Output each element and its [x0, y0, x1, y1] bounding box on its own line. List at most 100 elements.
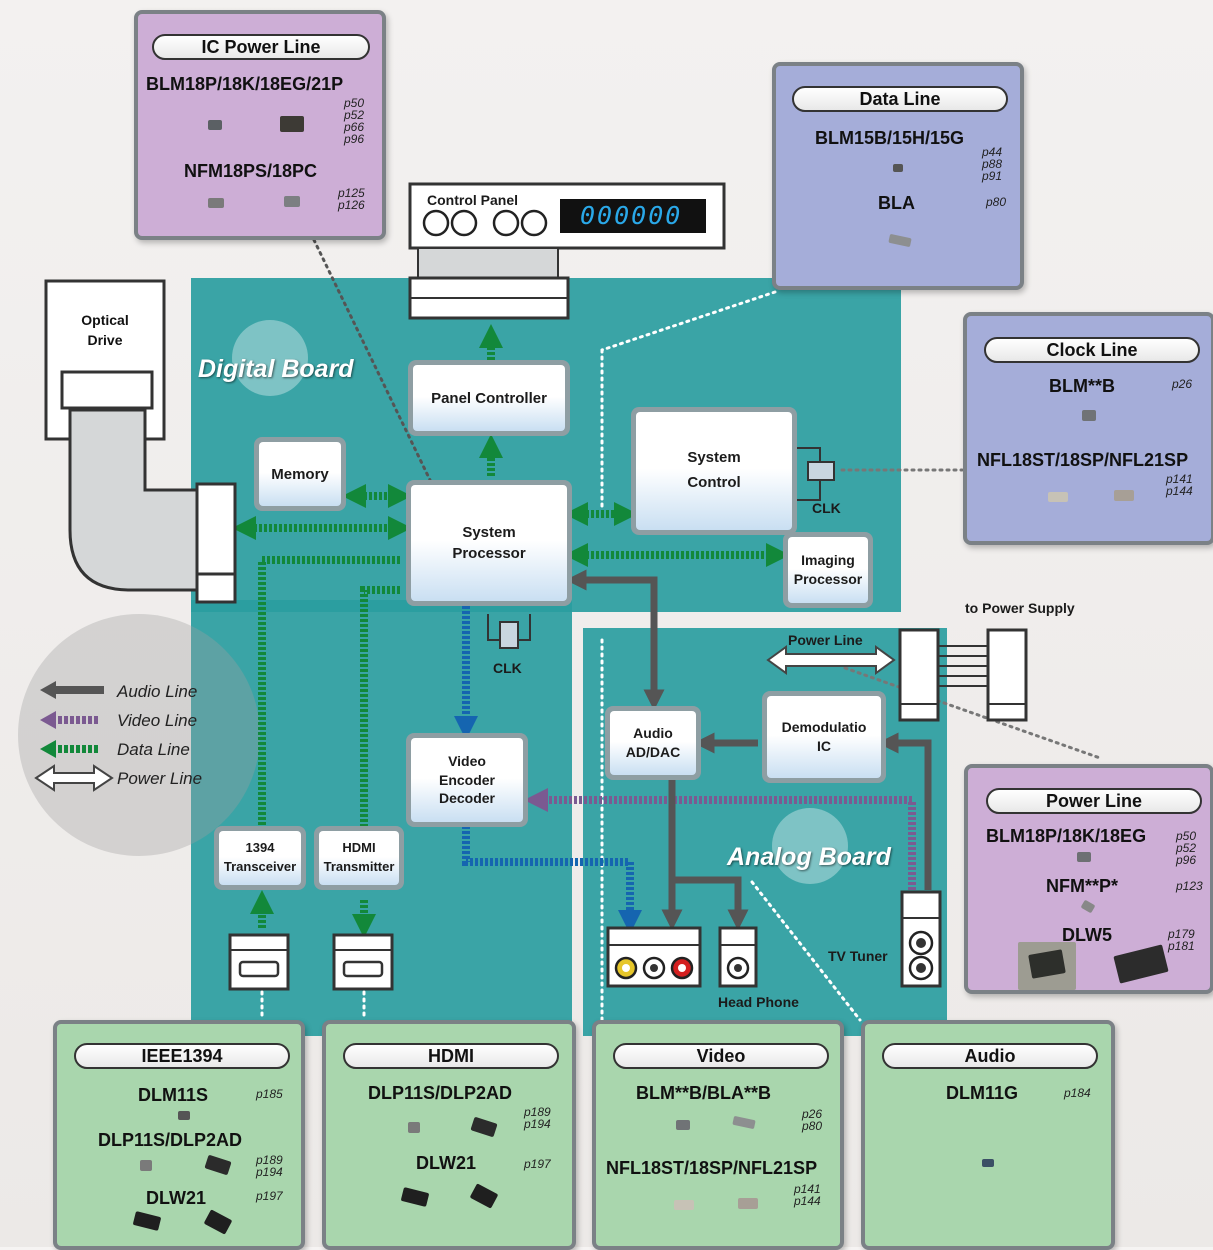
system-control-line1: System — [687, 449, 741, 467]
control-panel-label: Control Panel — [427, 192, 519, 208]
page-ref: p91 — [982, 169, 1003, 183]
ieee1394-title: IEEE1394 — [74, 1043, 290, 1069]
power-line-part-3-pages: p179 p181 — [1168, 928, 1195, 952]
legend-data-label: Data Line — [117, 740, 190, 759]
page-ref: p194 — [256, 1165, 283, 1179]
page-ref: p189 — [524, 1105, 551, 1119]
1394-transceiver-line2: Transceiver — [223, 859, 297, 874]
data-line-part-1: BLM15B/15H/15G — [815, 128, 965, 148]
hdmi-part-1: DLP11S/DLP2AD — [368, 1083, 513, 1103]
demodulation-ic-line1: Demodulatio — [781, 719, 867, 736]
display-readout: 000000 — [580, 201, 683, 230]
page-ref: p44 — [982, 145, 1003, 159]
clk-label-processor: CLK — [493, 660, 522, 676]
system-control: System Control — [631, 407, 797, 535]
hdmi-part-2-pages: p197 — [524, 1157, 551, 1171]
ic-power-line-title: IC Power Line — [152, 34, 370, 60]
tv-tuner-label: TV Tuner — [828, 948, 888, 964]
chip-component-icon — [1077, 852, 1091, 862]
page-ref: p194 — [524, 1117, 551, 1131]
page-ref: p126 — [338, 198, 365, 212]
power-line-part-1: BLM18P/18K/18EG — [986, 826, 1147, 846]
chip-component-icon — [1082, 410, 1096, 421]
video-part-2: NFL18ST/18SP/NFL21SP — [606, 1158, 818, 1178]
power-line-title: Power Line — [986, 788, 1202, 814]
head-phone-label: Head Phone — [718, 994, 799, 1010]
data-line-part-2-pages: p80 — [986, 195, 1007, 209]
video-encoder-label: Video Encoder Decoder — [411, 738, 523, 822]
audio-ad-dac-line2: AD/DAC — [625, 744, 681, 760]
page-ref: p125 — [338, 186, 365, 200]
analog-board-halo — [772, 808, 848, 884]
clock-line-part-1: BLM**B — [1049, 376, 1115, 396]
ieee1394-part-2: DLP11S/DLP2AD — [98, 1130, 243, 1150]
ieee1394-part-1: DLM11S — [138, 1085, 209, 1105]
chip-component-icon — [408, 1122, 420, 1133]
ic-power-part-2-pages: p125 p126 — [338, 187, 365, 211]
page-ref: p50 — [1176, 829, 1197, 843]
page-ref: p52 — [1176, 841, 1197, 855]
data-line-part-1-pages: p44 p88 p91 — [982, 146, 1002, 182]
page-ref: p181 — [1168, 939, 1195, 953]
chip-component-icon — [674, 1200, 694, 1210]
demodulation-ic: Demodulatio IC — [762, 691, 886, 783]
clock-line-part-2: NFL18ST/18SP/NFL21SP — [977, 450, 1189, 470]
page-ref: p144 — [794, 1194, 821, 1208]
optical-drive-line1: Optical — [81, 312, 129, 328]
digital-board-halo — [232, 320, 308, 396]
audio-ad-dac: Audio AD/DAC — [605, 706, 701, 780]
clock-line-part-1-pages: p26 — [1172, 377, 1193, 391]
video-encoder-decoder: Video Encoder Decoder — [406, 733, 528, 827]
page-ref: p26 — [802, 1107, 823, 1121]
ic-power-part-1: BLM18P/18K/18EG/21P — [146, 74, 344, 94]
system-control-label: System Control — [636, 412, 792, 530]
panel-controller: Panel Controller — [408, 360, 570, 436]
legend-video-label: Video Line — [117, 711, 198, 730]
demodulation-ic-line2: IC — [817, 738, 831, 754]
chip-component-icon — [280, 116, 304, 132]
panel-controller-label: Panel Controller — [413, 365, 565, 431]
video-title: Video — [613, 1043, 829, 1069]
page-ref: p141 — [1166, 472, 1193, 486]
hdmi-transmitter-label: HDMI Transmitter — [319, 831, 399, 885]
ic-power-part-2: NFM18PS/18PC — [184, 161, 318, 181]
data-line-part-2: BLA — [878, 193, 915, 213]
hdmi-transmitter-line1: HDMI — [342, 840, 376, 856]
ic-power-part-1-pages: p50 p52 p66 p96 — [344, 97, 364, 145]
memory-label: Memory — [259, 442, 341, 506]
imaging-processor: Imaging Processor — [783, 532, 873, 608]
page-ref: p88 — [982, 157, 1003, 171]
video-part-2-pages: p141 p144 — [794, 1183, 821, 1207]
power-line-part-1-pages: p50 p52 p96 — [1176, 830, 1196, 866]
hdmi-transmitter-line2: Transmitter — [323, 859, 395, 874]
audio-title: Audio — [882, 1043, 1098, 1069]
1394-transceiver-line1: 1394 — [245, 840, 275, 856]
audio-ad-dac-line1: Audio — [633, 725, 673, 742]
chip-component-icon — [893, 164, 903, 172]
page-ref: p144 — [1166, 484, 1193, 498]
video-part-1-pages: p26 p80 — [802, 1108, 822, 1132]
1394-transceiver-label: 1394 Transceiver — [219, 831, 301, 885]
system-processor-label: System Processor — [411, 485, 567, 601]
system-processor-line1: System — [462, 524, 516, 541]
ieee1394-part-3-pages: p197 — [256, 1189, 283, 1203]
demodulation-ic-label: Demodulatio IC — [767, 696, 881, 778]
hdmi-part-1-pages: p189 p194 — [524, 1106, 551, 1130]
to-power-supply-label: to Power Supply — [965, 600, 1075, 616]
page-ref: p96 — [344, 132, 365, 146]
memory: Memory — [254, 437, 346, 511]
optical-drive-line2: Drive — [87, 332, 123, 348]
hdmi-transmitter: HDMI Transmitter — [314, 826, 404, 890]
ieee1394-part-3: DLW21 — [146, 1188, 207, 1208]
page-ref: p52 — [344, 108, 365, 122]
ieee1394-part-1-pages: p185 — [256, 1087, 283, 1101]
chip-component-icon — [178, 1111, 190, 1120]
chip-component-icon — [982, 1159, 994, 1167]
clock-line-title: Clock Line — [984, 337, 1200, 363]
data-line-title: Data Line — [792, 86, 1008, 112]
video-encoder-line1: Video — [448, 752, 486, 769]
legend-audio-label: Audio Line — [117, 682, 198, 701]
page-ref: p179 — [1168, 927, 1195, 941]
clk-label-control: CLK — [812, 500, 841, 516]
page-ref: p80 — [802, 1119, 823, 1133]
